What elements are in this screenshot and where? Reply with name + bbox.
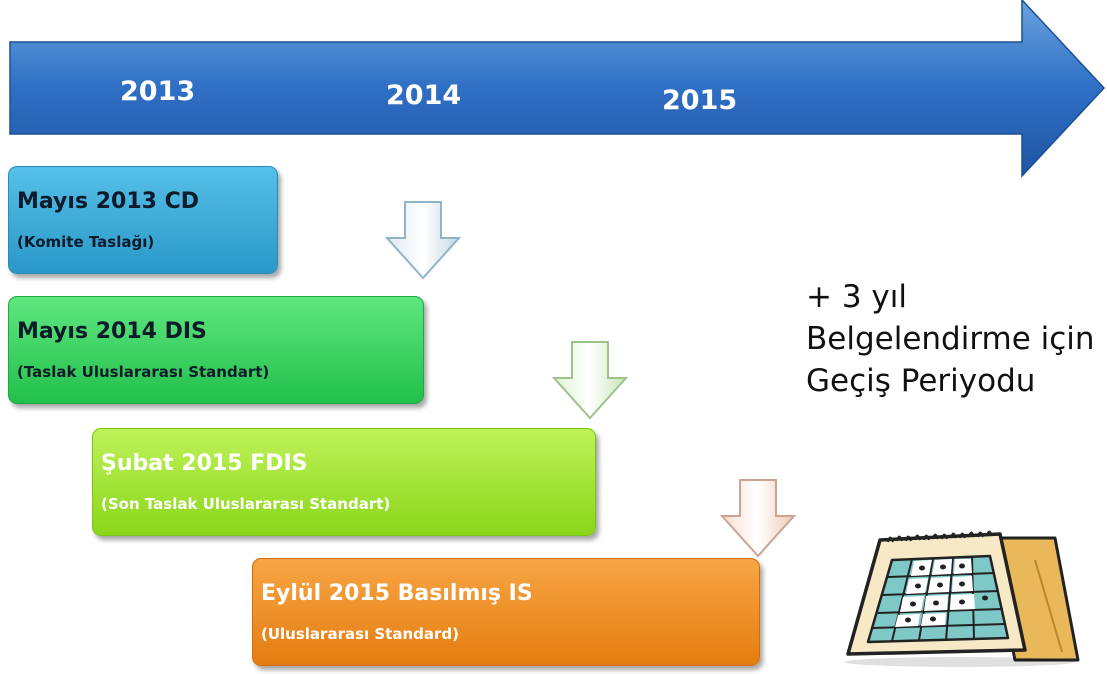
transition-note: + 3 yıl Belgelendirme için Geçiş Periyod… bbox=[806, 276, 1095, 402]
calendar-icon bbox=[845, 530, 1080, 667]
down-arrow-icon bbox=[385, 201, 461, 280]
stage-box-is: Eylül 2015 Basılmış IS (Uluslararası Sta… bbox=[252, 558, 760, 666]
note-line: Geçiş Periyodu bbox=[806, 363, 1036, 399]
year-label-2014: 2014 bbox=[386, 80, 462, 111]
stage-box-fdis: Şubat 2015 FDIS (Son Taslak Uluslararası… bbox=[92, 428, 596, 536]
stage-title: Eylül 2015 Basılmış IS bbox=[261, 581, 533, 606]
stage-subtitle: (Son Taslak Uluslararası Standart) bbox=[101, 495, 391, 513]
stage-title: Mayıs 2014 DIS bbox=[17, 319, 207, 344]
note-line: Belgelendirme için bbox=[806, 321, 1095, 357]
down-arrow-icon bbox=[552, 341, 628, 420]
stage-subtitle: (Taslak Uluslararası Standart) bbox=[17, 363, 270, 381]
stage-subtitle: (Uluslararası Standard) bbox=[261, 625, 460, 643]
stage-title: Mayıs 2013 CD bbox=[17, 189, 199, 214]
stage-title: Şubat 2015 FDIS bbox=[101, 451, 308, 476]
year-label-2015: 2015 bbox=[662, 85, 738, 116]
down-arrow-icon bbox=[720, 479, 796, 558]
timeline-arrow bbox=[9, 0, 1106, 178]
stage-box-cd: Mayıs 2013 CD (Komite Taslağı) bbox=[8, 166, 278, 274]
stage-box-dis: Mayıs 2014 DIS (Taslak Uluslararası Stan… bbox=[8, 296, 424, 404]
stage-subtitle: (Komite Taslağı) bbox=[17, 233, 155, 251]
year-label-2013: 2013 bbox=[120, 76, 196, 107]
note-line: + 3 yıl bbox=[806, 279, 907, 315]
